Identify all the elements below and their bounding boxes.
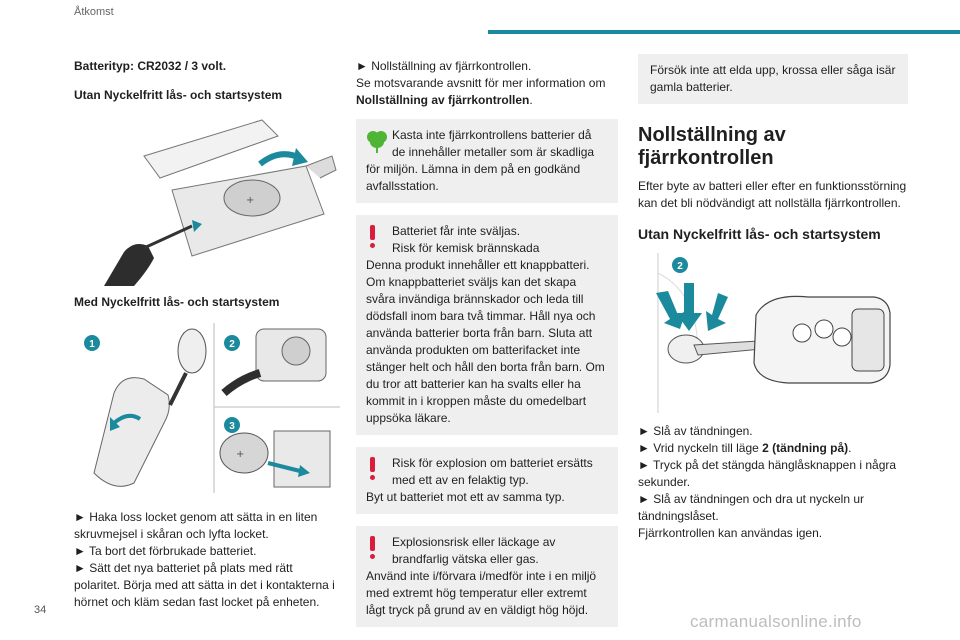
eco-text: för miljön. Lämna in dem på en godkänd a… <box>366 162 581 193</box>
eco-line: Kasta inte fjärrkontrollens batterier då <box>392 128 592 142</box>
step-item: ► Sätt det nya batteriet på plats med rä… <box>74 561 335 609</box>
svg-text:2: 2 <box>677 261 683 272</box>
warning-explosion-leak: Explosionsrisk eller läckage av brandfar… <box>356 526 618 627</box>
step-bold: 2 (tändning på) <box>762 441 849 455</box>
section-title: Åtkomst <box>74 6 114 18</box>
eco-line: de innehåller metaller som är skadliga <box>392 145 595 159</box>
warning-line: med ett av en felaktig typ. <box>392 473 529 487</box>
note-box: Försök inte att elda upp, krossa eller s… <box>638 54 908 104</box>
step-item: ► Tryck på det stängda hänglåsknappen i … <box>638 458 897 489</box>
illustration-key-cover: + <box>74 118 340 286</box>
warning-swallow: Batteriet får inte sväljas. Risk för kem… <box>356 215 618 435</box>
subheading-without-keyless: Utan Nyckelfritt lås- och startsystem <box>638 226 881 242</box>
svg-text:+: + <box>246 195 254 206</box>
warning-text: Byt ut batteriet mot ett av samma typ. <box>366 490 565 504</box>
warning-explosion-type: Risk för explosion om batteriet ersätts … <box>356 447 618 514</box>
step-item: ► Ta bort det förbrukade batteriet. <box>74 544 257 558</box>
note-text: Försök inte att elda upp, krossa eller s… <box>650 63 896 94</box>
warning-text: Använd inte i/förvara i/medför inte i en… <box>366 569 597 617</box>
heading-without-keyless: Utan Nyckelfritt lås- och startsystem <box>74 88 283 102</box>
step-badge-3: 3 <box>224 417 240 433</box>
step-item: ► Haka loss locket genom att sätta in en… <box>74 510 318 541</box>
svg-text:2: 2 <box>229 339 235 350</box>
column-right: Försök inte att elda upp, krossa eller s… <box>638 54 908 542</box>
svg-text:+: + <box>236 449 244 460</box>
warning-line: Risk för kemisk brännskada <box>392 241 540 255</box>
reset-steps: ► Slå av tändningen. ► Vrid nyckeln till… <box>638 423 908 542</box>
step-item: ► Vrid nyckeln till läge 2 (tändning på)… <box>638 440 908 457</box>
warning-line: brandfarlig vätska eller gas. <box>392 552 539 566</box>
step-text: ► Vrid nyckeln till läge <box>638 441 763 455</box>
header-accent-bar <box>488 30 960 34</box>
final-note: Fjärrkontrollen kan användas igen. <box>638 526 823 540</box>
step-item: ► Slå av tändningen och dra ut nyckeln u… <box>638 492 865 523</box>
warning-line: Explosionsrisk eller läckage av <box>392 535 556 549</box>
recycle-leaf-icon <box>366 129 388 153</box>
battery-type: Batterityp: CR2032 / 3 volt. <box>74 59 227 73</box>
step-item: ► Slå av tändningen. <box>638 424 753 438</box>
eco-notice: Kasta inte fjärrkontrollens batterier då… <box>356 119 618 203</box>
illustration-ignition-key: 2 <box>638 253 908 413</box>
warning-exclamation-icon <box>368 457 376 480</box>
step-badge-2: 2 <box>672 257 688 273</box>
intro-bold: Nollställning av fjärrkontrollen <box>356 93 530 107</box>
section-intro: Efter byte av batteri eller efter en fun… <box>638 179 907 210</box>
column-left: Batterityp: CR2032 / 3 volt. Utan Nyckel… <box>74 58 340 611</box>
svg-text:3: 3 <box>229 421 235 432</box>
warning-exclamation-icon <box>368 225 376 248</box>
warning-exclamation-icon <box>368 536 376 559</box>
battery-steps: ► Haka loss locket genom att sätta in en… <box>74 509 340 611</box>
warning-line: Risk för explosion om batteriet ersätts <box>392 456 593 470</box>
svg-text:1: 1 <box>89 339 95 350</box>
intro-line: ► Nollställning av fjärrkontrollen. <box>356 59 532 73</box>
heading-with-keyless: Med Nyckelfritt lås- och startsystem <box>74 295 280 309</box>
step-end: . <box>848 441 852 455</box>
watermark: carmanualsonline.info <box>690 612 862 631</box>
intro-end: . <box>529 93 533 107</box>
page-number: 34 <box>34 604 47 616</box>
section-heading: Nollställning av fjärrkontrollen <box>638 124 786 169</box>
column-middle: ► Nollställning av fjärrkontrollen. Se m… <box>356 58 618 627</box>
intro-link-text: Nollställning av fjärrkontrollen. <box>356 92 618 109</box>
warning-text: Denna produkt innehåller ett knappbatter… <box>366 258 605 425</box>
illustration-keyless-steps: + 1 2 3 <box>74 323 340 493</box>
step-badge-2: 2 <box>224 335 240 351</box>
intro-line: Se motsvarande avsnitt för mer informati… <box>356 76 606 90</box>
warning-line: Batteriet får inte sväljas. <box>392 224 521 238</box>
step-badge-1: 1 <box>84 335 100 351</box>
